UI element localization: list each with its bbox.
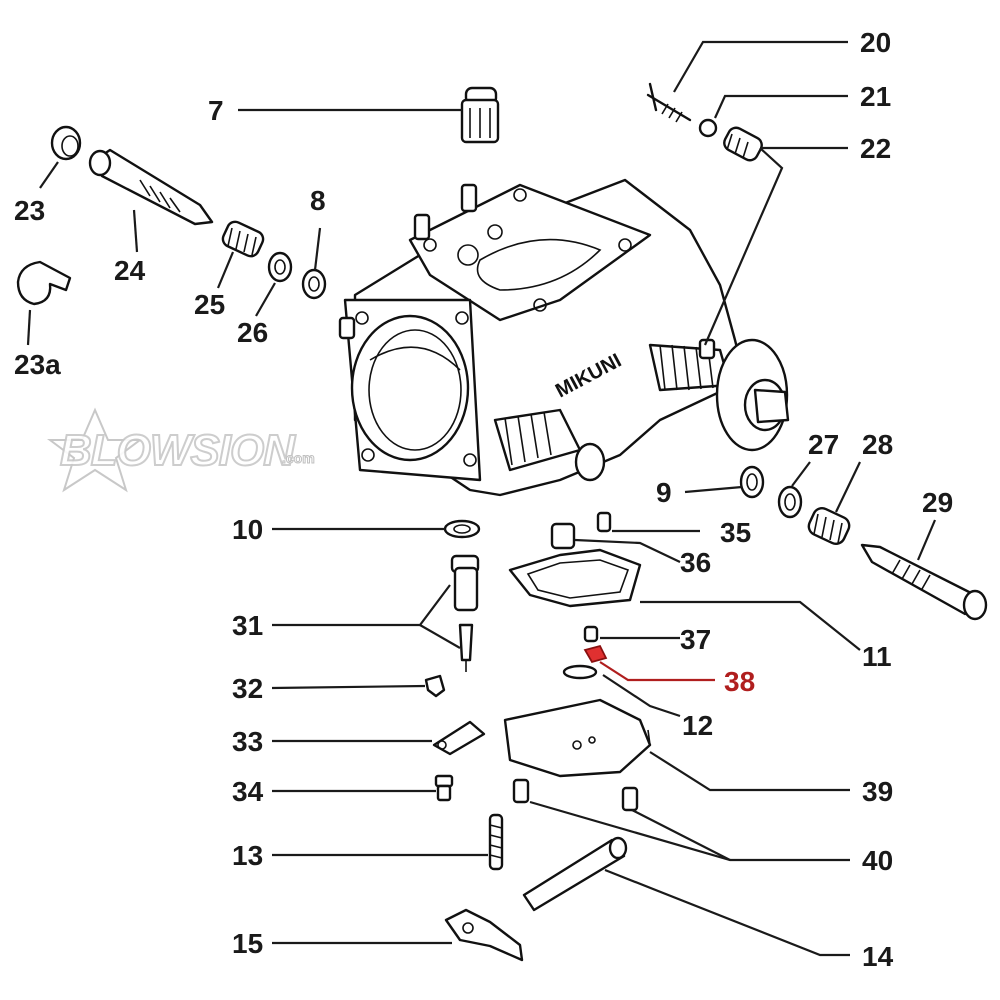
label-26: 26 bbox=[237, 317, 268, 348]
part-35-screw bbox=[596, 511, 612, 533]
part-32-clip bbox=[424, 674, 446, 698]
label-21: 21 bbox=[860, 81, 891, 112]
label-36: 36 bbox=[680, 547, 711, 578]
watermark-text: BLOWSION bbox=[60, 426, 296, 475]
label-12: 12 bbox=[682, 710, 713, 741]
label-25: 25 bbox=[194, 289, 225, 320]
label-11: 11 bbox=[862, 641, 892, 672]
label-14: 14 bbox=[862, 941, 894, 972]
label-35: 35 bbox=[720, 517, 751, 548]
part-7-fitting bbox=[460, 86, 500, 144]
part-13-pin bbox=[488, 813, 504, 871]
label-34: 34 bbox=[232, 776, 264, 807]
part-24-screw bbox=[88, 148, 214, 226]
label-37: 37 bbox=[680, 624, 711, 655]
callout-labels: 7 8 9 10 11 12 13 14 15 20 21 22 23 23a … bbox=[14, 27, 953, 972]
part-36-plug bbox=[550, 522, 576, 550]
leader-lines bbox=[26, 40, 937, 957]
label-28: 28 bbox=[862, 429, 893, 460]
label-24: 24 bbox=[114, 255, 146, 286]
label-32: 32 bbox=[232, 673, 263, 704]
label-38: 38 bbox=[724, 666, 755, 697]
part-26-washer bbox=[267, 251, 293, 283]
part-14-pin bbox=[522, 836, 628, 912]
label-22: 22 bbox=[860, 133, 891, 164]
part-21-oring bbox=[698, 118, 718, 138]
part-15-arm bbox=[444, 908, 524, 962]
part-27-washer bbox=[777, 485, 803, 519]
label-13: 13 bbox=[232, 840, 263, 871]
part-39-float bbox=[503, 698, 652, 778]
part-28-spring bbox=[807, 507, 851, 545]
label-8: 8 bbox=[310, 185, 326, 216]
part-33-lever bbox=[432, 720, 486, 756]
label-31: 31 bbox=[232, 610, 263, 641]
label-7: 7 bbox=[208, 95, 224, 126]
part-40-screws bbox=[512, 778, 639, 812]
label-20: 20 bbox=[860, 27, 891, 58]
label-10: 10 bbox=[232, 514, 263, 545]
part-25-spring bbox=[221, 220, 265, 258]
label-23: 23 bbox=[14, 195, 45, 226]
part-31-needle-valve bbox=[450, 554, 480, 672]
part-34-screw bbox=[434, 774, 454, 802]
label-29: 29 bbox=[922, 487, 953, 518]
part-23a-clip bbox=[16, 260, 72, 306]
part-23-cap bbox=[50, 125, 82, 161]
label-23a: 23a bbox=[14, 349, 61, 380]
part-12-seal bbox=[562, 664, 598, 680]
label-33: 33 bbox=[232, 726, 263, 757]
watermark-suffix: .com bbox=[282, 450, 315, 466]
label-15: 15 bbox=[232, 928, 263, 959]
label-9: 9 bbox=[656, 477, 672, 508]
part-37-screw bbox=[583, 625, 599, 643]
label-27: 27 bbox=[808, 429, 839, 460]
part-9-washer bbox=[739, 465, 765, 499]
part-38-highlighted bbox=[583, 644, 608, 664]
watermark: BLOWSION .com bbox=[47, 407, 315, 493]
part-11-gasket bbox=[508, 548, 642, 608]
part-22-spring bbox=[723, 126, 763, 162]
part-8-washer bbox=[301, 268, 327, 300]
part-29-screw bbox=[860, 543, 988, 621]
carburetor-body: MIKUNI bbox=[338, 178, 790, 497]
part-20-screw bbox=[646, 82, 692, 123]
part-10-oring bbox=[443, 519, 481, 539]
label-39: 39 bbox=[862, 776, 893, 807]
label-40: 40 bbox=[862, 845, 893, 876]
